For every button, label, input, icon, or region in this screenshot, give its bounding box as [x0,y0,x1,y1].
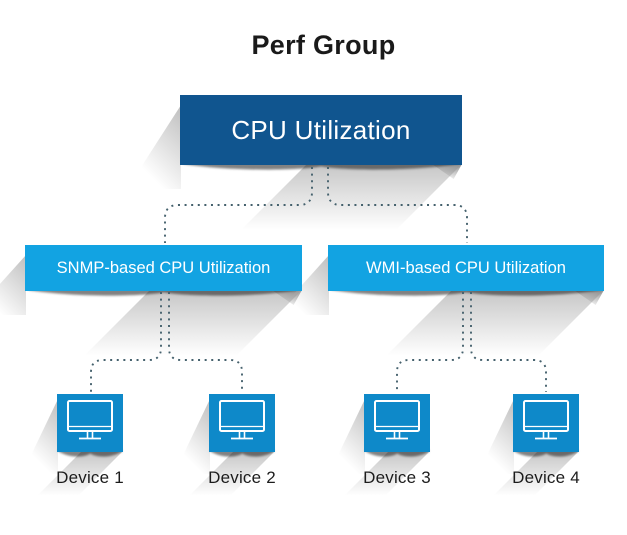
device-tile [513,394,579,452]
node-label-wmi: WMI-based CPU Utilization [328,245,604,291]
node-wmi-cpu-utilization: WMI-based CPU Utilization [275,245,604,372]
device-label-4: Device 4 [512,468,580,487]
fold-shadow [478,399,514,474]
fold-shadow [329,399,365,474]
device-tile [364,394,430,452]
fold-shadow [0,255,26,315]
node-snmp-cpu-utilization: SNMP-based CPU Utilization [0,245,302,372]
fold-shadow [174,399,210,474]
node-label-snmp: SNMP-based CPU Utilization [25,245,302,291]
device-node-4 [478,394,579,507]
monitor-icon [374,400,420,440]
long-shadow [370,290,604,372]
monitor-icon [219,400,265,440]
monitor-icon [523,400,569,440]
device-node-2 [174,394,275,507]
fold-shadow [127,105,181,189]
node-cpu-utilization: CPU Utilization [127,95,462,246]
device-node-3 [329,394,430,507]
fold-shadow [22,399,58,474]
device-label-2: Device 2 [208,468,276,487]
device-tile [57,394,123,452]
long-shadow [67,290,302,372]
device-label-1: Device 1 [56,468,124,487]
diagram-title: Perf Group [251,30,396,60]
device-node-1 [22,394,123,507]
device-label-3: Device 3 [363,468,431,487]
long-shadow [224,164,462,246]
monitor-icon [67,400,113,440]
node-label-cpu: CPU Utilization [180,95,462,165]
device-tile [209,394,275,452]
